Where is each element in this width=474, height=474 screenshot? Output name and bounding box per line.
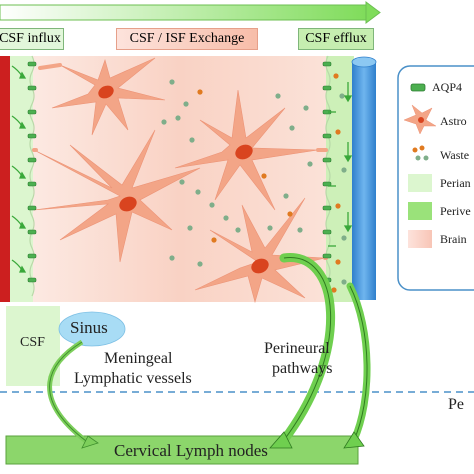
peripheral-label: Pe (448, 396, 464, 413)
legend-label-periarterial: Perian (440, 176, 471, 190)
artery-vessel (0, 56, 10, 302)
csf-isf-exchange-label-box: CSF / ISF Exchange (116, 28, 258, 50)
csf-efflux-label: CSF efflux (305, 31, 367, 46)
sinus-shape (58, 311, 126, 347)
csf-influx-label: CSF influx (0, 31, 61, 46)
astrocyte-nuclei (98, 85, 269, 274)
cervical-lymph-nodes-label: Cervical Lymph nodes (114, 441, 268, 460)
csf-influx-label-box: CSF influx (0, 28, 64, 50)
influx-arrows (11, 65, 27, 273)
perineural-label-line2: pathways (272, 360, 333, 377)
legend-label-aqp4: AQP4 (432, 80, 463, 94)
csf-efflux-label-box: CSF efflux (298, 28, 374, 50)
legend-label-astrocyte: Astro (440, 114, 467, 128)
legend-panel (397, 65, 474, 291)
meningeal-label-line2: Lymphatic vessels (74, 370, 192, 387)
aqp4-channel-icon (410, 83, 426, 92)
brain-swatch-icon (408, 230, 432, 248)
periarterial-swatch-icon (408, 174, 432, 192)
vein-vessel (351, 56, 377, 300)
waste-dots-icon (412, 145, 429, 161)
csf-isf-exchange-label: CSF / ISF Exchange (129, 31, 245, 46)
efflux-arrows (328, 82, 353, 247)
aqp4-channels (27, 61, 332, 283)
astrocyte-icon (403, 104, 437, 135)
meningeal-lymphatic-arrow (47, 339, 99, 449)
perineural-label-line1: Perineural (264, 340, 330, 357)
legend-label-perivenous: Perive (440, 204, 471, 218)
csf-label: CSF (20, 335, 45, 350)
periarterial-space (9, 56, 33, 302)
waste-particles (161, 73, 347, 293)
perivenous-swatch-icon (408, 202, 432, 220)
flow-direction-arrow (0, 1, 381, 24)
legend-label-waste: Waste (440, 148, 470, 162)
legend-label-brain: Brain (440, 232, 467, 246)
sinus-label: Sinus (70, 318, 108, 337)
meningeal-label-line1: Meningeal (104, 350, 173, 367)
perineural-arrows (269, 253, 371, 449)
lymph-nodes-box (5, 435, 359, 465)
